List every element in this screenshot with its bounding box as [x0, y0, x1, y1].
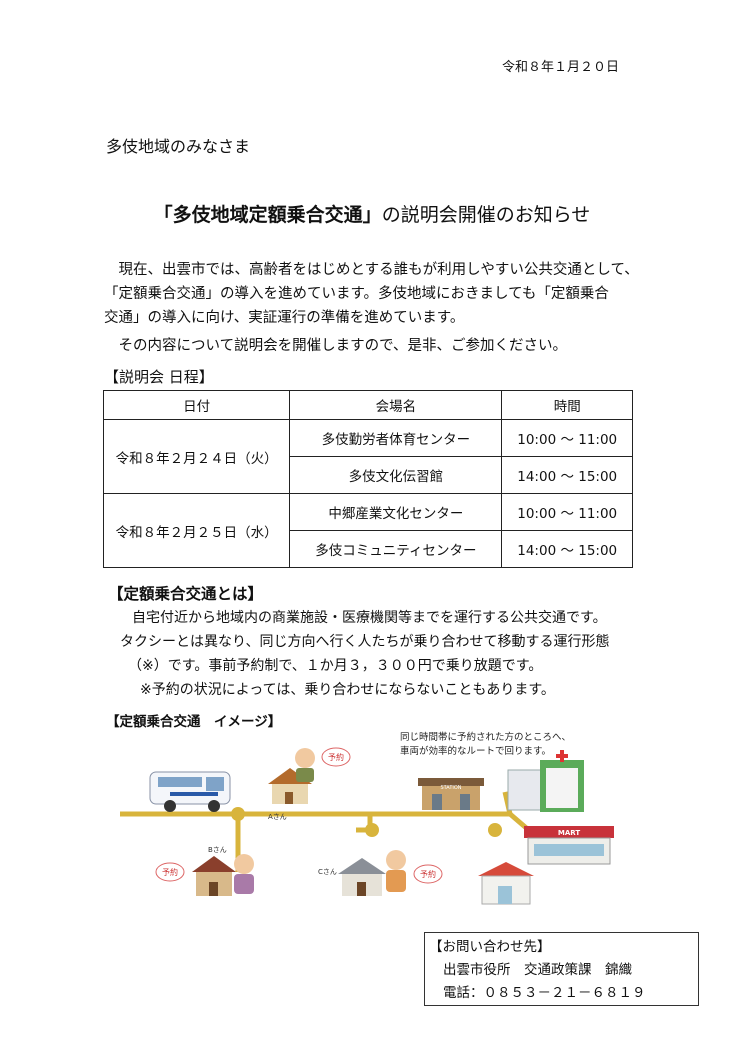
- van-icon: [149, 771, 231, 812]
- bubble-c: [413, 864, 443, 884]
- column-header-time: 時間: [501, 390, 633, 420]
- station-icon: [418, 778, 484, 810]
- greeting: 多伎地域のみなさま: [106, 137, 251, 156]
- about-heading: 【定額乗合交通とは】: [108, 585, 264, 603]
- image-heading: 【定額乗合交通 イメージ】: [106, 714, 282, 730]
- intro-line-4: その内容について説明会を開催しますので、是非、ご参加ください。: [118, 338, 567, 354]
- page-title: 「多伎地域定額乗合交通」の説明会開催のお知らせ: [0, 200, 744, 227]
- table-header-row: 日付 会場名 時間: [102, 390, 633, 420]
- intro-line-3: 交通」の導入に向け、実証運行の準備を進めています。: [104, 310, 465, 326]
- bubble-a-label: 予約: [328, 752, 344, 762]
- mart-icon: [524, 826, 614, 865]
- time-cell: 10:00 ～ 11:00: [501, 493, 633, 531]
- time-cell: 10:00 ～ 11:00: [501, 419, 633, 457]
- venue-cell: 多伎文化伝習館: [289, 456, 503, 494]
- intro-paragraph: 現在、出雲市では、高齢者をはじめとする誰もが利用しやすい公共交通として、 「定額…: [104, 258, 664, 330]
- venue-cell: 多伎コミュニティセンター: [289, 530, 503, 568]
- venue-cell: 中郷産業文化センター: [289, 493, 503, 531]
- bubble-b: [155, 862, 185, 882]
- column-header-date: 日付: [102, 390, 291, 420]
- about-line-1: 自宅付近から地域内の商業施設・医療機関等までを運行する公共交通です。: [132, 610, 607, 626]
- intro-invite: その内容について説明会を開催しますので、是非、ご参加ください。: [104, 334, 664, 358]
- title-rest: の説明会開催のお知らせ: [381, 204, 591, 226]
- date-cell: 令和８年２月２４日（火）: [102, 419, 291, 494]
- house-a-icon: [268, 748, 315, 804]
- post-office-icon: [478, 862, 534, 905]
- column-header-venue: 会場名: [289, 390, 503, 420]
- about-paragraph: 自宅付近から地域内の商業施設・医療機関等までを運行する公共交通です。 タクシーと…: [110, 606, 670, 702]
- service-illustration: 予約 Aさん 予約 Bさん 予約 Cさん 同じ時間帯に予約された方のところへ、 …: [120, 731, 614, 905]
- person-a-label: Aさん: [268, 813, 287, 821]
- about-note: ※予約の状況によっては、乗り合わせにならないこともあります。: [140, 682, 555, 698]
- bubble-a: [321, 747, 351, 767]
- contact-office: 出雲市役所 交通政策課 錦織: [443, 962, 632, 978]
- time-cell: 14:00 ～ 15:00: [501, 456, 633, 494]
- mart-label: MART: [558, 829, 580, 837]
- schedule-table: 日付 会場名 時間 令和８年２月２４日（火） 多伎勤労者体育センター 10:00…: [102, 390, 633, 568]
- contact-box: 【お問い合わせ先】 出雲市役所 交通政策課 錦織 電話：０８５３－２１－６８１９: [424, 932, 699, 1006]
- intro-line-2: 「定額乗合交通」の導入を進めています。多伎地域におきましても「定額乗合: [104, 286, 609, 302]
- contact-heading: 【お問い合わせ先】: [429, 939, 551, 955]
- title-quoted: 「多伎地域定額乗合交通」: [153, 204, 382, 226]
- station-label: STATION: [440, 785, 461, 791]
- image-caption-1: 同じ時間帯に予約された方のところへ、: [400, 731, 571, 743]
- venue-cell: 多伎勤労者体育センター: [289, 419, 503, 457]
- table-row: 多伎コミュニティセンター 14:00 ～ 15:00: [104, 530, 633, 568]
- intro-line-1: 現在、出雲市では、高齢者をはじめとする誰もが利用しやすい公共交通として、: [118, 262, 639, 278]
- table-row: 令和８年２月２４日（火） 多伎勤労者体育センター 10:00 ～ 11:00: [102, 419, 633, 494]
- person-b-label: Bさん: [208, 846, 227, 854]
- house-b-icon: [192, 854, 254, 896]
- schedule-heading: 【説明会 日程】: [104, 368, 214, 386]
- route-nodes: [231, 807, 502, 837]
- table-row: 令和８年２月２５日（水） 中郷産業文化センター 10:00 ～ 11:00: [102, 493, 633, 568]
- table-row: 多伎文化伝習館 14:00 ～ 15:00: [104, 456, 633, 494]
- contact-phone: 電話：０８５３－２１－６８１９: [443, 985, 646, 1001]
- about-line-3: （※）です。事前予約制で、１か月３，３００円で乗り放題です。: [128, 658, 543, 674]
- hospital-icon: [507, 750, 584, 812]
- bubble-b-label: 予約: [162, 867, 178, 877]
- date-cell: 令和８年２月２５日（水）: [102, 493, 291, 568]
- bubble-c-label: 予約: [420, 869, 436, 879]
- about-line-2: タクシーとは異なり、同じ方向へ行く人たちが乗り合わせて移動する運行形態: [120, 634, 610, 650]
- person-c-label: Cさん: [318, 868, 337, 876]
- document-date: 令和８年１月２０日: [502, 60, 620, 75]
- time-cell: 14:00 ～ 15:00: [501, 530, 633, 568]
- house-c-icon: [338, 850, 406, 896]
- image-caption-2: 車両が効率的なルートで回ります。: [400, 745, 551, 757]
